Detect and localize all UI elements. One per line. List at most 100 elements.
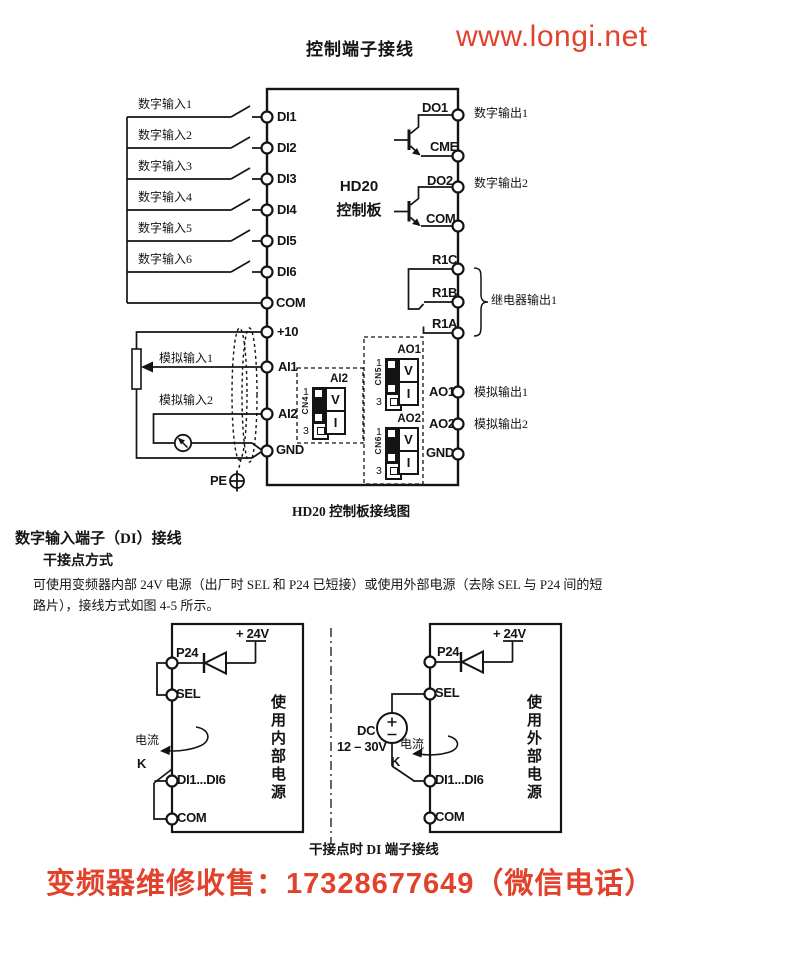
board-title-line1: HD20 [339, 178, 379, 195]
external-box [428, 622, 563, 834]
terminal-r1b [451, 295, 465, 309]
di1-terminal-label: DI1 [277, 109, 297, 124]
terminal-com-right [451, 219, 465, 233]
di5-terminal-label: DI5 [277, 233, 297, 248]
terminal-sel-ext [423, 687, 437, 701]
jumper-ai2-pins [312, 387, 329, 440]
analog-input-1-label: 模拟输入1 [159, 351, 214, 365]
com-terminal-label: COM [276, 295, 306, 310]
jumper-ao2-title: AO2 [397, 413, 421, 425]
left-terminals [260, 110, 274, 458]
terminal-r1a [451, 326, 465, 340]
external-di-label: DI1...DI6 [435, 772, 484, 787]
internal-current-label: 电流 [135, 733, 160, 747]
internal-sel-label: SEL [176, 686, 201, 701]
analog-input-wires [131, 331, 262, 459]
jumper-ao2: AO2 1 3 CN6 V I [373, 413, 421, 480]
diode-internal [202, 650, 227, 676]
jumper-ai2-pin1: 1 [303, 386, 309, 398]
analog-output-1-label: 模拟输出1 [474, 385, 529, 399]
ao1-terminal-label: AO1 [429, 384, 455, 399]
p24-sel-jumper [156, 662, 166, 696]
r1a-terminal-label: R1A [432, 316, 458, 331]
di3-terminal-label: DI3 [277, 171, 297, 186]
board-title-line2: 控制板 [336, 202, 382, 219]
jumper-ai2: AI2 1 3 CN4 V I [300, 373, 348, 440]
r1b-terminal-label: R1B [432, 285, 458, 300]
jumper-ai2-title: AI2 [330, 373, 348, 385]
jumper-ao2-pin1: 1 [376, 426, 382, 438]
switch-k-external [391, 765, 424, 782]
terminal-com-int [165, 812, 179, 826]
digital-input-5-label: 数字输入5 [138, 221, 193, 235]
external-power-diagram [376, 622, 563, 834]
right-terminals [451, 108, 465, 461]
jumper-ao2-pins [385, 427, 402, 480]
external-24v-label: + 24V [493, 626, 526, 641]
terminal-di4 [260, 203, 274, 217]
internal-di-label: DI1...DI6 [177, 772, 226, 787]
terminal-r1c [451, 262, 465, 276]
plus10-terminal-label: +10 [277, 324, 299, 339]
jumper-ao2-i-option: I [398, 450, 419, 475]
terminal-com [260, 296, 274, 310]
jumper-ai2-connector: CN4 [300, 396, 310, 415]
external-current-label: 电流 [400, 737, 425, 751]
di4-terminal-label: DI4 [277, 202, 297, 217]
jumper-ao1-pin1: 1 [376, 357, 382, 369]
jumper-ai2-i-option: I [325, 410, 346, 435]
ao-jumper-box [363, 336, 424, 485]
current-arrow-internal [162, 726, 209, 752]
external-side-label: 使用外部电源 [525, 694, 541, 802]
terminal-sel-int [165, 688, 179, 702]
external-dc-label: DC [357, 723, 376, 738]
analog-input-2-label: 模拟输入2 [159, 393, 214, 407]
jumper-ao2-pin3: 3 [376, 465, 382, 477]
current-arrow-external [414, 735, 459, 756]
terminal-di-int [165, 774, 179, 788]
external-com-label: COM [435, 809, 465, 824]
transistor-do1 [394, 114, 452, 157]
digital-output-1-label: 数字输出1 [474, 106, 529, 120]
terminal-cme [451, 149, 465, 163]
terminal-di5 [260, 234, 274, 248]
jumper-ao2-v-option: V [398, 427, 419, 452]
paragraph-line-2: 路片），接线方式如图 4-5 所示。 [33, 598, 220, 613]
pe-label: PE [210, 473, 227, 488]
terminal-p24-int [165, 656, 179, 670]
do1-terminal-label: DO1 [422, 100, 448, 115]
digital-input-wires [126, 105, 261, 304]
cme-terminal-label: CME [430, 139, 458, 154]
potentiometer [131, 348, 142, 390]
pe-earth-symbol [229, 470, 245, 492]
terminal-plus10 [260, 325, 274, 339]
gnd-right-terminal-label: GND [426, 445, 454, 460]
digital-input-4-label: 数字输入4 [138, 190, 193, 204]
jumper-ao1: AO1 1 3 CN5 V I [373, 344, 421, 411]
digital-input-2-label: 数字输入2 [138, 128, 193, 142]
wiring-diagram-caption: 干接点时 DI 端子接线 [309, 842, 439, 857]
internal-power-diagram [153, 622, 305, 834]
board-outline [265, 87, 460, 487]
com-right-terminal-label: COM [426, 211, 456, 226]
jumper-ai2-v-option: V [325, 387, 346, 412]
external-p24-label: P24 [437, 644, 460, 659]
terminal-com-ext [423, 811, 437, 825]
internal-com-label: COM [177, 810, 207, 825]
jumper-ao1-i-option: I [398, 381, 419, 406]
jumper-ao1-connector: CN5 [373, 367, 383, 386]
terminal-gnd-left [260, 444, 274, 458]
r1c-terminal-label: R1C [432, 252, 458, 267]
terminal-gnd-right [451, 447, 465, 461]
jumper-ao1-pin3: 3 [376, 396, 382, 408]
digital-input-3-label: 数字输入3 [138, 159, 193, 173]
terminal-ai2 [260, 407, 274, 421]
terminal-di1 [260, 110, 274, 124]
do2-terminal-label: DO2 [427, 173, 453, 188]
internal-switch-k-label: K [137, 756, 147, 771]
ao2-terminal-label: AO2 [429, 416, 455, 431]
relay-output-1-label: 继电器输出1 [491, 293, 558, 307]
cable-shield-ellipses [231, 327, 258, 471]
